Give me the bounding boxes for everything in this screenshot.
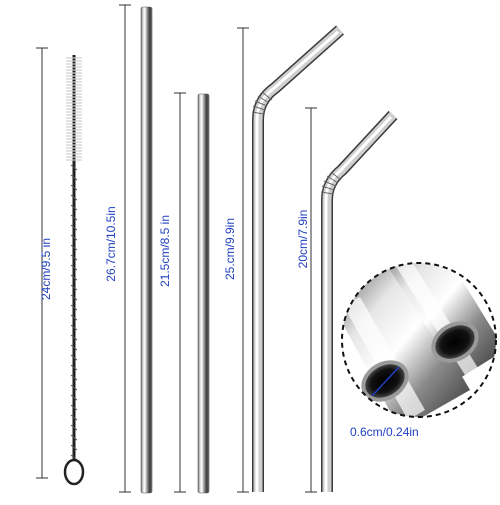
brush-dimension [36, 47, 48, 479]
long-straight-dimension [119, 4, 131, 493]
long-straight-straw [140, 6, 153, 494]
cleaning-brush [63, 55, 85, 486]
dimension-lines [36, 4, 317, 493]
diameter-label: 0.6cm/0.24in [350, 425, 419, 439]
short-bent-straw [320, 110, 398, 492]
short-straight-length-label: 21.5cm/8.5 in [158, 214, 172, 288]
brush-length-label: 24cm/9.5 in [39, 237, 53, 301]
zoom-detail-circle [341, 262, 497, 418]
short-straight-dimension [174, 92, 186, 493]
long-bent-dimension [237, 27, 249, 493]
long-bent-straw [251, 25, 344, 492]
short-bent-length-label: 20cm/7.9in [296, 209, 310, 269]
short-bent-dimension [305, 107, 317, 493]
brush-loop [63, 458, 85, 486]
short-straight-straw [197, 93, 210, 494]
long-bent-length-label: 25.cm/9.9in [223, 217, 237, 281]
diameter-marker [371, 366, 400, 397]
long-straight-length-label: 26.7cm/10.5in [104, 206, 118, 282]
